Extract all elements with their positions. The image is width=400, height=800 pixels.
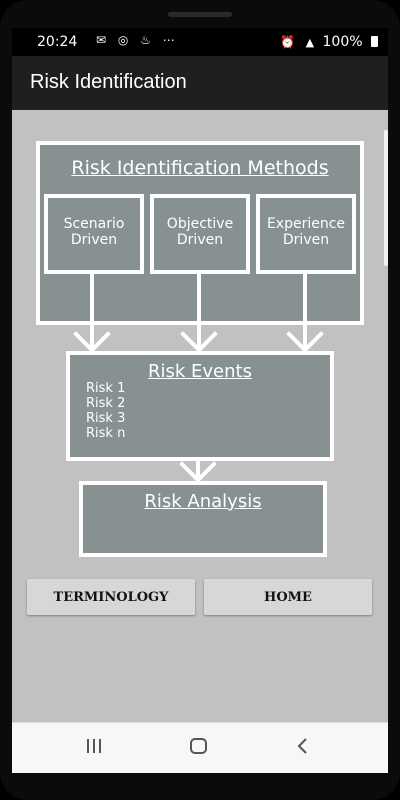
app-bar: Risk Identification <box>12 56 388 110</box>
app-title: Risk Identification <box>30 71 187 93</box>
method-line: Objective <box>166 216 234 232</box>
methods-title: Risk Identification Methods <box>71 157 329 179</box>
method-box-objective: Objective Driven <box>150 194 250 274</box>
method-line: Scenario <box>63 216 125 232</box>
method-label: Objective Driven <box>154 216 246 248</box>
risk-list: Risk 1 Risk 2 Risk 3 Risk n <box>86 381 125 441</box>
method-line: Driven <box>282 232 330 248</box>
alarm-icon: ⏰ <box>280 35 296 49</box>
risk-analysis-box: Risk Analysis <box>79 481 327 557</box>
arrow-down-icon <box>73 272 324 483</box>
method-line: Experience <box>266 216 346 232</box>
battery-percent: 100% <box>322 34 363 50</box>
risk-item: Risk 1 <box>86 381 126 396</box>
method-label: Scenario Driven <box>48 216 140 248</box>
back-icon[interactable] <box>296 737 310 755</box>
home-icon[interactable] <box>189 737 209 755</box>
method-box-experience: Experience Driven <box>256 194 356 274</box>
earpiece-speaker <box>168 12 232 17</box>
risk-events-box: Risk Events Risk 1 Risk 2 Risk 3 Risk n <box>66 351 334 461</box>
risk-item: Risk 3 <box>86 411 126 426</box>
signal-icon: ▲ <box>305 36 315 49</box>
risk-flow-diagram: Risk Identification Methods Scenario Dri… <box>12 110 388 570</box>
risk-events-title: Risk Events <box>148 361 252 382</box>
method-label: Experience Driven <box>260 216 352 248</box>
content-area[interactable]: Risk Identification Methods Scenario Dri… <box>12 110 388 722</box>
scrollbar-thumb[interactable] <box>384 130 388 266</box>
status-right: ⏰ ▲ 100% <box>280 34 378 50</box>
home-button[interactable]: HOME <box>204 579 372 615</box>
risk-analysis-title: Risk Analysis <box>144 491 262 512</box>
system-nav-bar <box>12 722 388 773</box>
risk-item: Risk 2 <box>86 396 126 411</box>
battery-icon <box>371 36 378 47</box>
action-buttons: TERMINOLOGY HOME <box>12 579 388 617</box>
status-time: 20:24 <box>37 34 78 50</box>
status-bar: 20:24 ✉ ◎ ♨ ⋯ ⏰ ▲ 100% <box>12 28 388 56</box>
method-line: Driven <box>176 232 224 248</box>
recents-icon[interactable] <box>85 737 103 755</box>
method-line: Driven <box>70 232 118 248</box>
risk-item: Risk n <box>86 426 126 441</box>
terminology-button[interactable]: TERMINOLOGY <box>27 579 195 615</box>
notification-icons: ✉ ◎ ♨ ⋯ <box>96 33 179 47</box>
